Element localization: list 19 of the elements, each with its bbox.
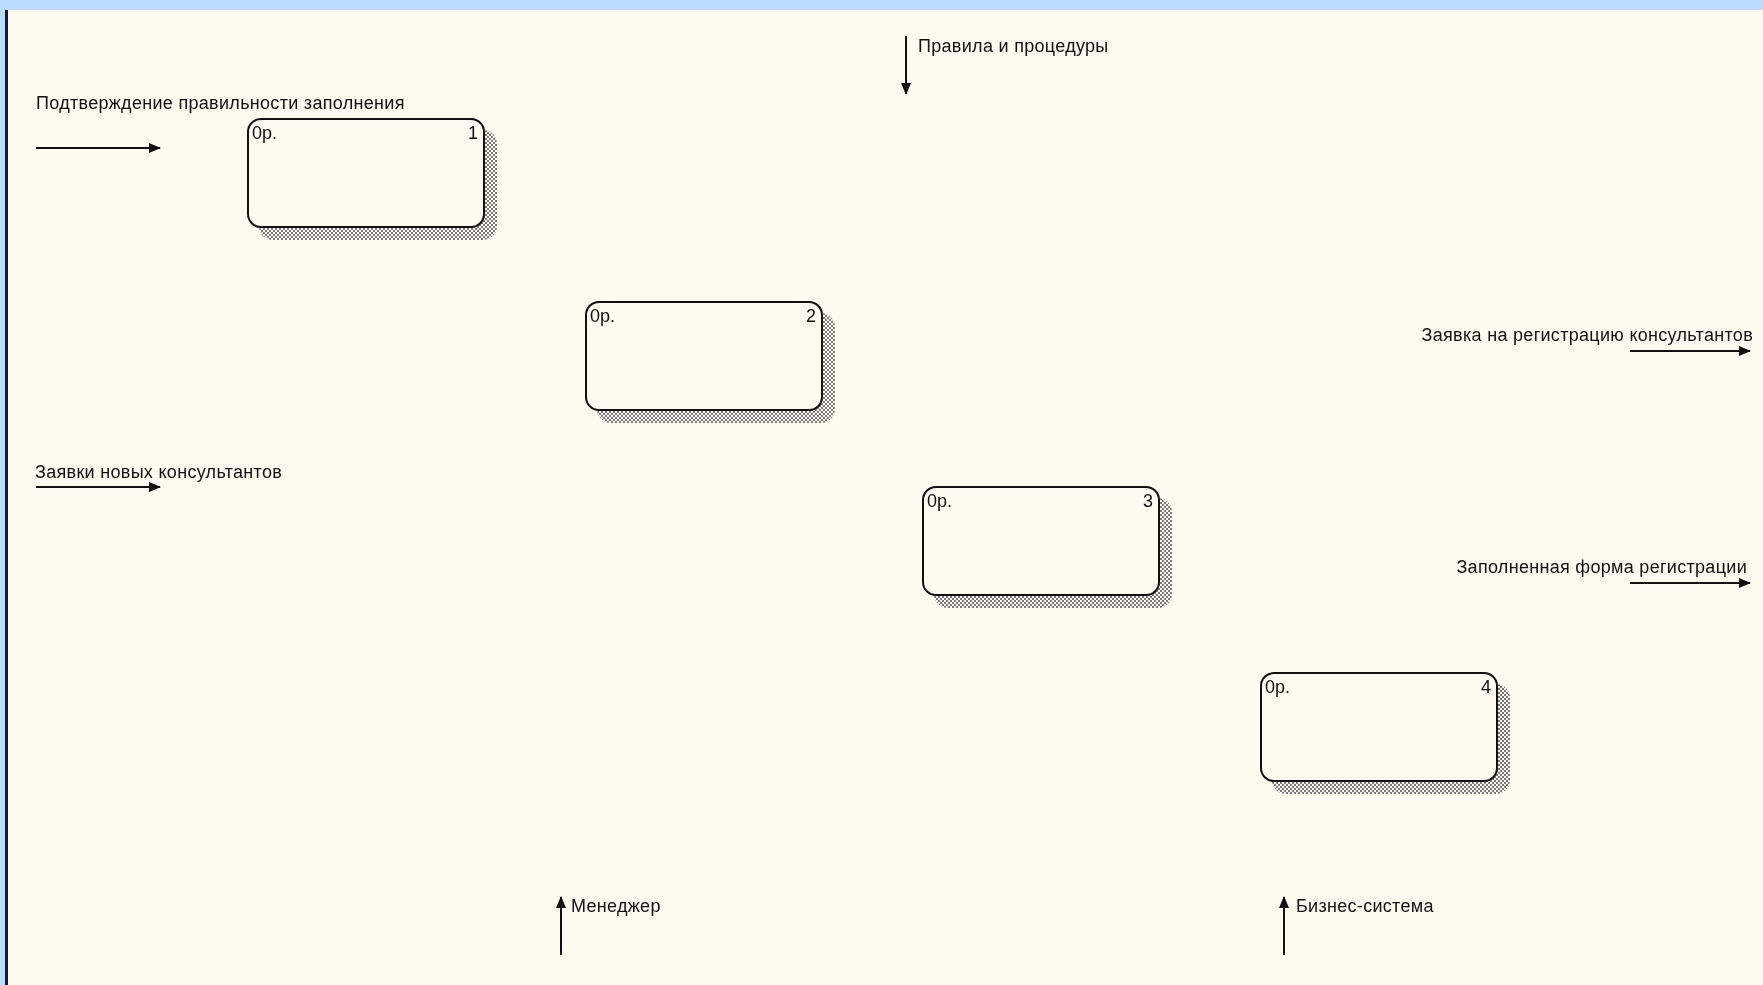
activity-box — [922, 486, 1160, 596]
activity-box — [1260, 672, 1498, 782]
arrow-label: Подтверждение правильности заполнения — [36, 92, 405, 114]
activity-box — [585, 301, 823, 411]
cost-label: 0р. — [927, 491, 953, 512]
arrow-label: Бизнес-система — [1296, 895, 1434, 917]
box-number: 4 — [1481, 677, 1491, 698]
arrow-label: Заполненная форма регистрации — [1456, 556, 1747, 578]
cost-label: 0р. — [1265, 677, 1291, 698]
box-number: 2 — [806, 306, 816, 327]
box-number: 3 — [1143, 491, 1153, 512]
cost-label: 0р. — [590, 306, 616, 327]
arrow-label: Заявки новых консультантов — [35, 461, 283, 483]
arrow-label: Менеджер — [571, 895, 661, 917]
arrow-label: Правила и процедуры — [918, 35, 1109, 57]
cost-label: 0р. — [252, 123, 278, 144]
box-number: 1 — [468, 123, 478, 144]
arrow-label: Заявка на регистрацию консультантов — [1421, 324, 1753, 346]
activity-box — [247, 118, 485, 228]
